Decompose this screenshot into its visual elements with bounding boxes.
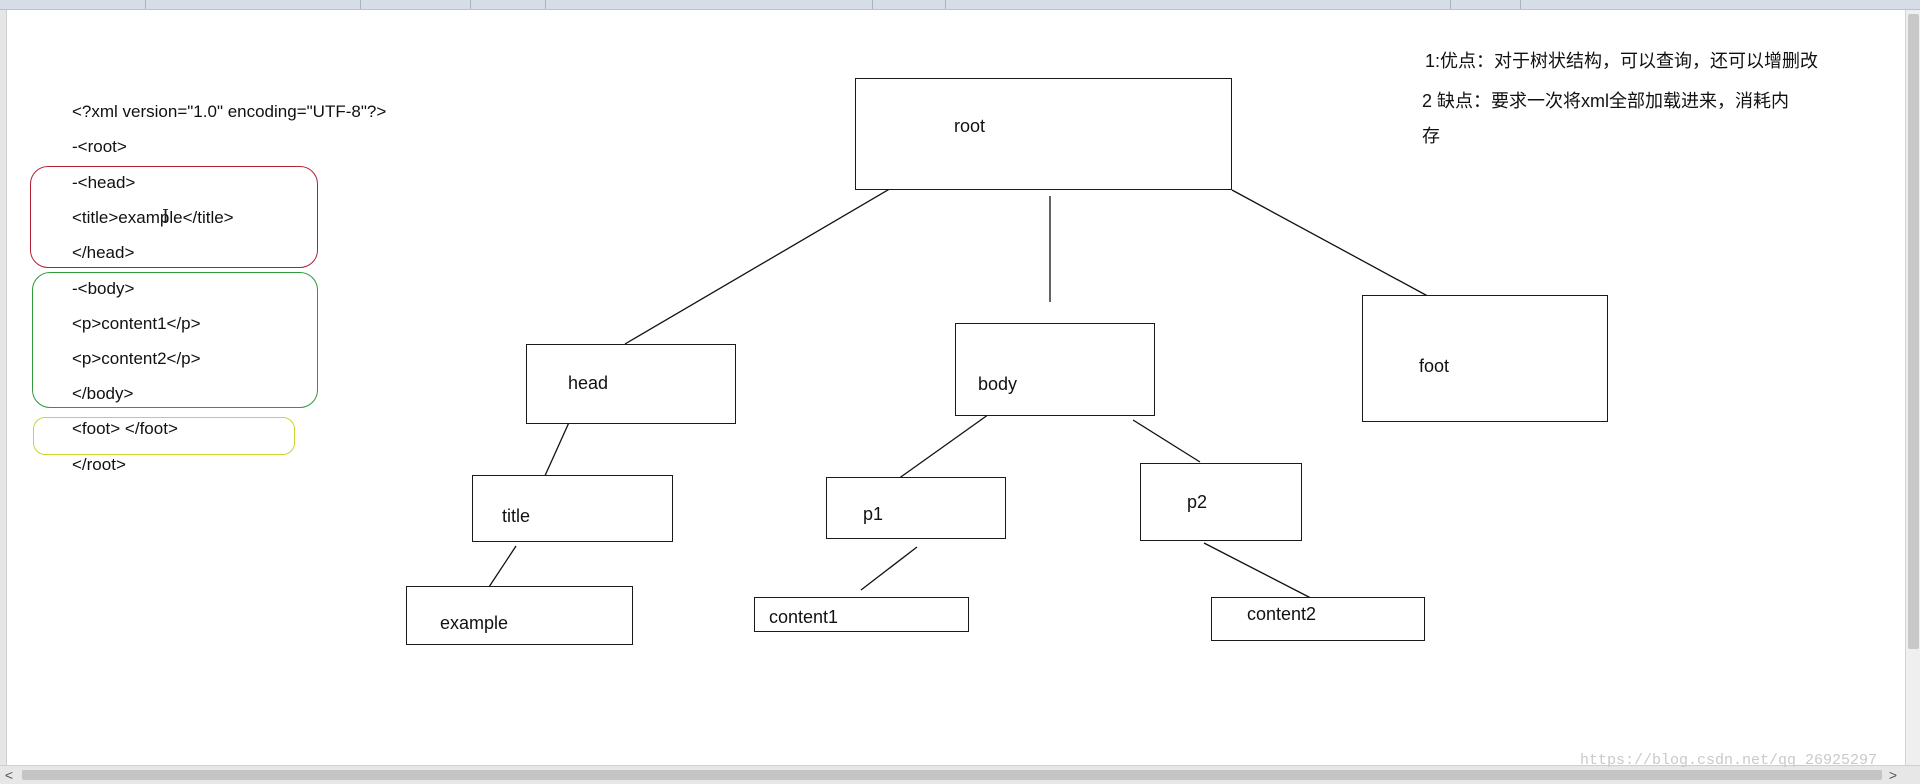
edge-root-foot [1231, 189, 1436, 301]
tree-node-content1-label: content1 [769, 607, 839, 627]
tree-node-example: example [406, 586, 633, 645]
body-close-line: </body> [72, 384, 134, 403]
horizontal-scrollbar-thumb[interactable] [22, 770, 1882, 780]
toolbar-separator [1520, 0, 1521, 9]
tree-node-example-label: example [440, 613, 509, 633]
title-line: <title>example</title> [72, 208, 234, 227]
toolbar-separator [1450, 0, 1451, 9]
tree-node-title-label: title [502, 506, 531, 526]
toolbar-separator [945, 0, 946, 9]
head-open-line: -<head> [72, 173, 136, 192]
toolbar-separator [872, 0, 873, 9]
root-close-line: </root> [72, 455, 126, 474]
tree-node-foot-label: foot [1419, 356, 1450, 376]
note-disadvantage: 2 缺点：要求一次将xml全部加载进来，消耗内 [1422, 91, 1790, 111]
tree-node-root: root [855, 78, 1232, 190]
toolbar-separator [545, 0, 546, 9]
note-advantage: 1:优点：对于树状结构，可以查询，还可以增删改 [1425, 51, 1819, 71]
edge-body-p2 [1132, 419, 1201, 463]
tree-node-foot: foot [1362, 295, 1608, 422]
tree-node-p1-label: p1 [863, 504, 884, 524]
tree-node-body-label: body [978, 374, 1018, 394]
tree-node-p2: p2 [1140, 463, 1302, 541]
note-disadvantage-continued: 存 [1422, 126, 1440, 146]
foot-line: <foot> </foot> [72, 419, 178, 438]
body-group-outline [32, 272, 318, 408]
tree-node-p2-label: p2 [1187, 492, 1208, 512]
foot-group-outline [33, 417, 295, 455]
tree-node-root-label: root [954, 116, 986, 136]
toolbar-separator [470, 0, 471, 9]
canvas-left-border [0, 10, 7, 765]
tree-node-head: head [526, 344, 736, 424]
root-open-line: -<root> [72, 137, 127, 156]
head-close-line: </head> [72, 243, 135, 262]
scroll-right-arrow-icon[interactable]: > [1888, 767, 1898, 783]
edge-root-head [624, 186, 894, 345]
edge-p1-content1 [860, 546, 918, 591]
edge-title-example [486, 545, 517, 591]
tree-node-body: body [955, 323, 1155, 416]
vertical-scrollbar[interactable] [1905, 10, 1920, 765]
toolbar-separator [360, 0, 361, 9]
tree-node-content2: content2 [1211, 597, 1425, 641]
edge-body-p1 [897, 411, 993, 480]
body-open-line: -<body> [72, 279, 135, 298]
tree-node-title: title [472, 475, 673, 542]
p-content1-line: <p>content1</p> [72, 314, 201, 333]
text-cursor-icon: I [162, 206, 170, 227]
toolbar-separator [145, 0, 146, 9]
watermark-url: https://blog.csdn.net/qq_26925297 [1580, 752, 1878, 769]
horizontal-scrollbar[interactable]: < > [0, 765, 1920, 784]
tree-node-content1: content1 [754, 597, 969, 632]
tree-node-head-label: head [568, 373, 609, 393]
scroll-left-arrow-icon[interactable]: < [4, 767, 14, 783]
tree-node-content2-label: content2 [1247, 604, 1317, 624]
vertical-scrollbar-thumb[interactable] [1908, 14, 1919, 649]
top-toolbar-strip [0, 0, 1920, 10]
head-group-outline [30, 166, 318, 268]
p-content2-line: <p>content2</p> [72, 349, 201, 368]
tree-node-p1: p1 [826, 477, 1006, 539]
xml-declaration-line: <?xml version="1.0" encoding="UTF-8"?> [72, 102, 387, 121]
